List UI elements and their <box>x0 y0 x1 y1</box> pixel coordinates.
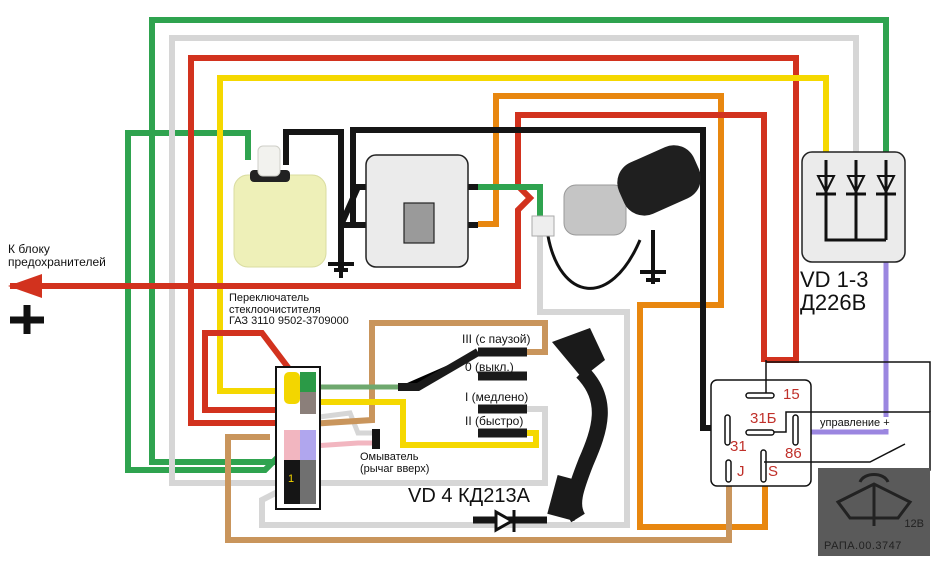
relay-stamp: 12В РАПА.00.3747 <box>818 468 930 556</box>
wiper-motor <box>531 145 701 290</box>
relay-pin-s: S <box>768 463 779 480</box>
washer-button-icon <box>372 429 380 449</box>
relay-stamp-part: РАПА.00.3747 <box>824 540 902 552</box>
wire-gray-outer <box>169 35 859 486</box>
diode-vd4-symbol <box>494 509 516 533</box>
switch-name-line1: Переключатель <box>229 292 310 304</box>
wire-green-inner <box>125 130 288 473</box>
wire-tan <box>292 320 548 428</box>
diode-block-vd1-3 <box>801 151 906 263</box>
fuse-block-label-line1: К блоку <box>8 242 50 256</box>
wire-green-motor <box>478 184 543 218</box>
wire-black-motor <box>350 127 715 431</box>
wire-tan-bottom <box>225 434 732 543</box>
relay-block <box>365 154 469 268</box>
wire-violet <box>797 240 889 435</box>
washer-label-line2: (рычаг вверх) <box>360 462 430 475</box>
relay-stamp-code: 12В <box>904 518 924 530</box>
washer-label: Омыватель (рычаг вверх) <box>360 451 430 475</box>
switch-position-1: I (медлено) <box>465 390 529 404</box>
diode-vd13-label-line1: VD 1-3 <box>800 267 869 292</box>
relay-control-sign: + <box>883 417 890 429</box>
ground-icon <box>328 262 354 278</box>
wire-gray-speed1 <box>295 406 548 486</box>
relay-pin-31: 31 <box>730 438 747 455</box>
wire-red-relay <box>766 160 799 363</box>
washer-label-line1: Омыватель <box>360 451 419 463</box>
wire-gray-motor <box>259 235 630 528</box>
relay-pin-31b: 31Б <box>750 410 777 427</box>
relay-pin-j: J <box>737 463 745 480</box>
diode-vd13-label-line2: Д226В <box>800 290 867 316</box>
switch-connector <box>275 366 321 510</box>
relay-control-text: управление <box>820 417 881 429</box>
switch-position-0: 0 (выкл.) <box>465 360 514 374</box>
fuse-arrow-head <box>8 274 42 298</box>
switch-position-2: II (быстро) <box>465 414 524 428</box>
ground-icon-motor <box>640 230 666 284</box>
wire-red-top <box>188 55 799 426</box>
diode-vd4-label: VD 4 КД213А <box>408 485 530 507</box>
fuse-block-label: К блоку предохранителей <box>8 243 106 268</box>
connector-pin-1-label: 1 <box>288 473 295 485</box>
switch-name-line2: стеклоочистителя <box>229 303 321 316</box>
wire-red-inner <box>10 112 767 362</box>
relay-pin-15: 15 <box>783 386 800 403</box>
switch-name-label: Переключатель стеклоочистителя ГАЗ 3110 … <box>229 292 349 328</box>
wire-orange-top <box>478 93 768 530</box>
switch-position-3: III (с паузой) <box>462 332 531 346</box>
plus-icon <box>10 305 44 334</box>
relay-pin-86: 86 <box>785 445 802 462</box>
relay-control-label: управление + <box>818 417 892 429</box>
wire-red-switch <box>202 330 293 413</box>
fuse-block-label-line2: предохранителей <box>8 254 106 269</box>
wiper-stalk <box>547 328 608 523</box>
switch-contacts <box>398 347 527 438</box>
wire-yellow-outer <box>217 75 829 394</box>
wire-black-main <box>283 129 344 270</box>
washer-reservoir <box>233 145 327 268</box>
switch-name-line3: ГАЗ 3110 9502-3709000 <box>229 315 349 328</box>
diode-vd13-label: VD 1-3 Д226В <box>800 268 868 314</box>
wiper-symbol-icon <box>835 473 913 526</box>
wire-green-outer <box>149 17 889 465</box>
